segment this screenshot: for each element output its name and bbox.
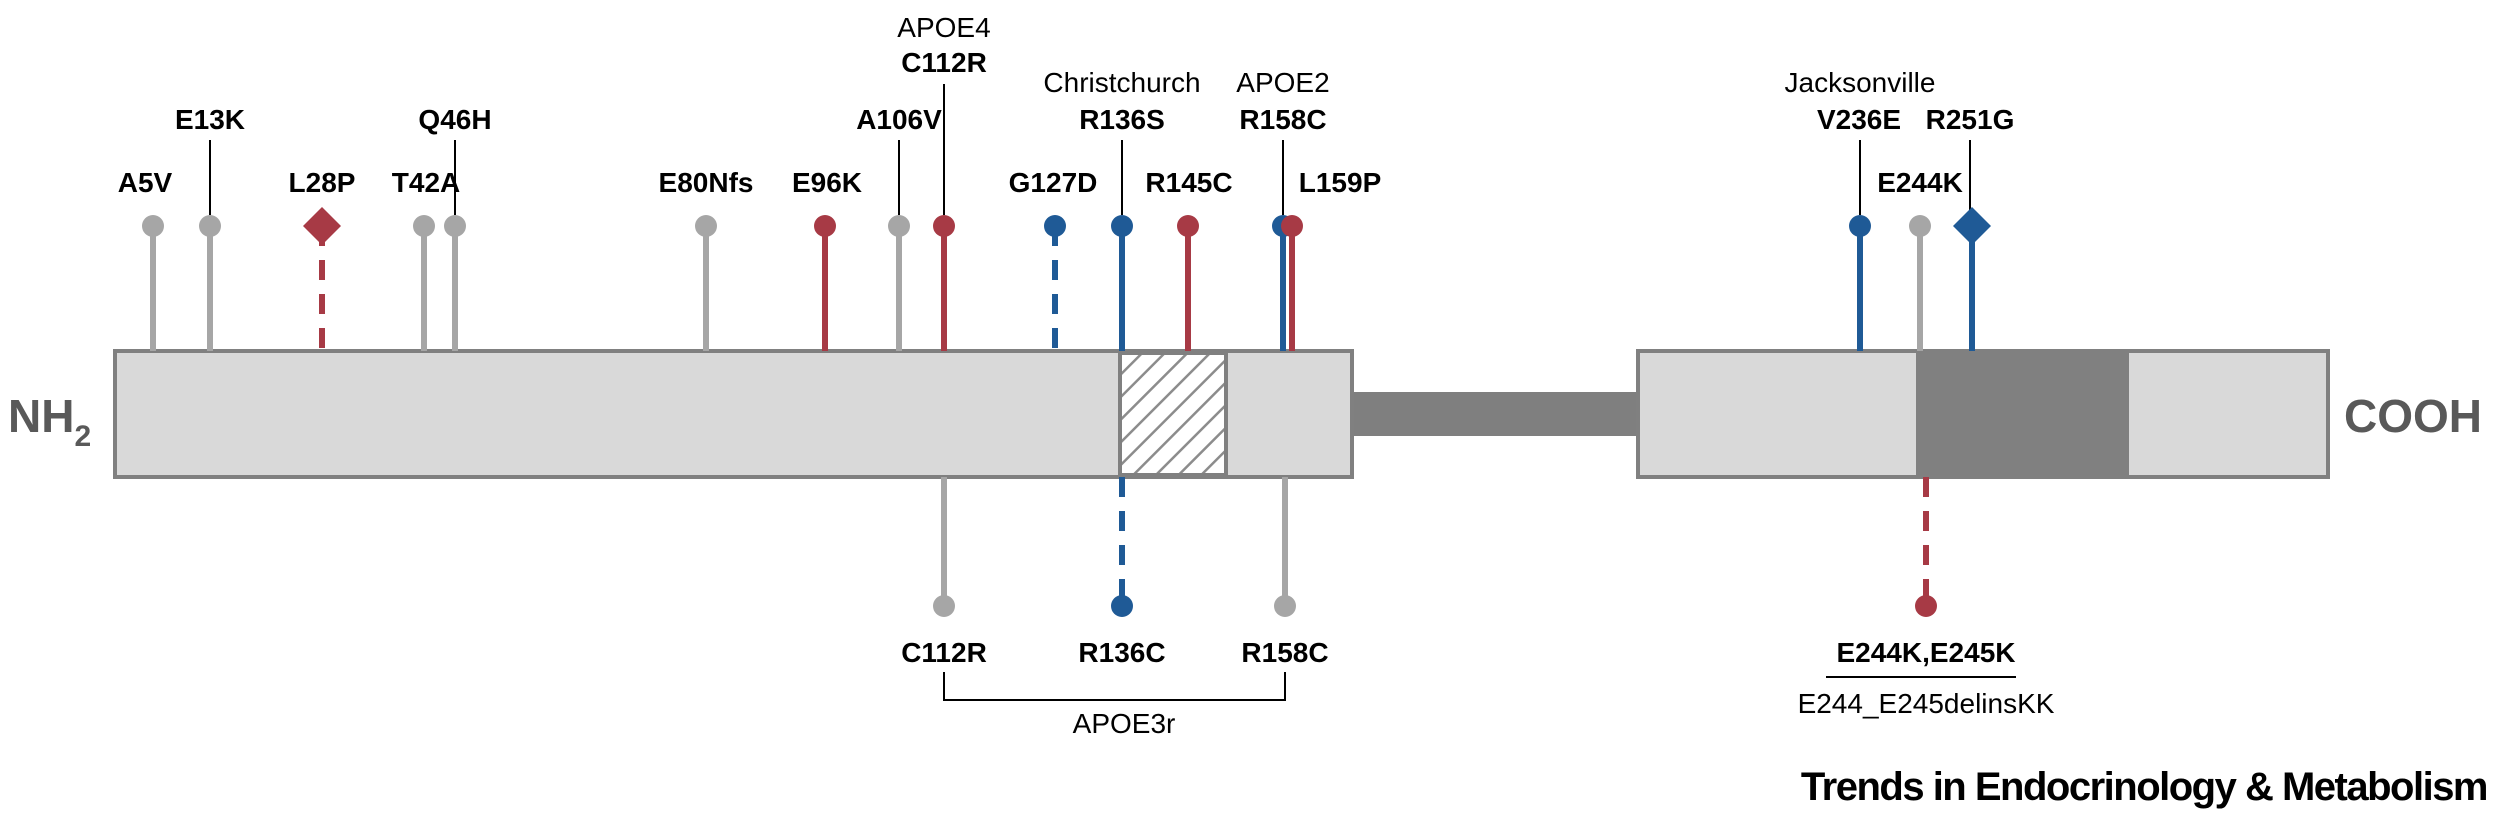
top-variant-v236e-note: Jacksonville — [1785, 67, 1936, 98]
top-variant-r158c-note: APOE2 — [1236, 67, 1329, 98]
top-variant-e244k-circle-marker — [1909, 215, 1931, 237]
bottom-variant-c112r-circle-marker — [933, 595, 955, 617]
receptor-binding-region — [1118, 351, 1228, 477]
top-variant-q46h-circle-marker — [444, 215, 466, 237]
bottom-variant-c112r-label: C112R — [901, 637, 987, 668]
c-terminus-label: COOH — [2344, 390, 2482, 442]
n-terminus-label: NH2 — [8, 390, 91, 453]
top-variant-r145c-circle-marker — [1177, 215, 1199, 237]
top-variant-r251g-diamond-marker — [1953, 207, 1991, 245]
top-variant-l28p-label: L28P — [289, 167, 356, 198]
top-variant-r136s-note: Christchurch — [1043, 67, 1200, 98]
top-variant-r158c-label: R158C — [1239, 104, 1326, 135]
top-variant-r136s-label: R136S — [1079, 104, 1165, 135]
delins-label: E244_E245delinsKK — [1798, 688, 2055, 719]
variant-markers: A5V E13K L28P T42A Q46H E80Nfs E96K A106V C112R A… — [118, 12, 2016, 668]
top-variant-a5v-label: A5V — [118, 167, 173, 198]
top-variant-c112r-note: APOE4 — [897, 12, 990, 43]
hinge-region — [1350, 392, 1640, 436]
top-variant-e244k-label: E244K — [1877, 167, 1963, 198]
bottom-variant-r158c-circle-marker — [1274, 595, 1296, 617]
top-variant-l159p-label: L159P — [1299, 167, 1382, 198]
top-variant-c112r-label: C112R — [901, 47, 987, 78]
top-variant-l159p-circle-marker — [1281, 215, 1303, 237]
bottom-variant-r158c-label: R158C — [1241, 637, 1328, 668]
top-variant-a106v-label: A106V — [856, 104, 942, 135]
top-variant-v236e-label: V236E — [1817, 104, 1901, 135]
top-variant-g127d-circle-marker — [1044, 215, 1066, 237]
top-variant-e80nfs-circle-marker — [695, 215, 717, 237]
top-variant-q46h-label: Q46H — [418, 104, 491, 135]
top-variant-r145c-label: R145C — [1145, 167, 1232, 198]
lipid-binding-region — [1916, 353, 2129, 475]
top-variant-l28p-diamond-marker — [303, 207, 341, 245]
bottom-variant-e244k-e245k-circle-marker — [1915, 595, 1937, 617]
bottom-variant-r136c-label: R136C — [1078, 637, 1165, 668]
top-variant-e80nfs-label: E80Nfs — [659, 167, 754, 198]
bottom-variant-r136c-circle-marker — [1111, 595, 1133, 617]
n-terminus-main: NH — [8, 390, 74, 442]
top-variant-v236e-circle-marker — [1849, 215, 1871, 237]
apoe3r-bracket: APOE3r — [943, 672, 1286, 739]
top-variant-a106v-circle-marker — [888, 215, 910, 237]
top-variant-t42a-circle-marker — [413, 215, 435, 237]
apoe3r-bracket-line — [943, 672, 1286, 701]
top-variant-r251g-label: R251G — [1926, 104, 2015, 135]
journal-logo: Trends in Endocrinology & Metabolism — [1801, 765, 2487, 809]
apoe3r-label: APOE3r — [1073, 708, 1176, 739]
bottom-variant-e244k-e245k-label: E244K,E245K — [1836, 637, 2015, 668]
top-variant-e96k-circle-marker — [814, 215, 836, 237]
top-variant-e13k-circle-marker — [199, 215, 221, 237]
top-variant-g127d-label: G127D — [1009, 167, 1098, 198]
top-variant-e96k-label: E96K — [792, 167, 862, 198]
n-terminus-subscript: 2 — [74, 420, 91, 453]
top-variant-c112r-circle-marker — [933, 215, 955, 237]
top-variant-e13k-label: E13K — [175, 104, 245, 135]
delins-annotation: E244_E245delinsKK — [1798, 676, 2055, 719]
top-variant-r136s-circle-marker — [1111, 215, 1133, 237]
top-variant-t42a-label: T42A — [392, 167, 460, 198]
protein-backbone — [113, 349, 2330, 479]
top-variant-a5v-circle-marker — [142, 215, 164, 237]
